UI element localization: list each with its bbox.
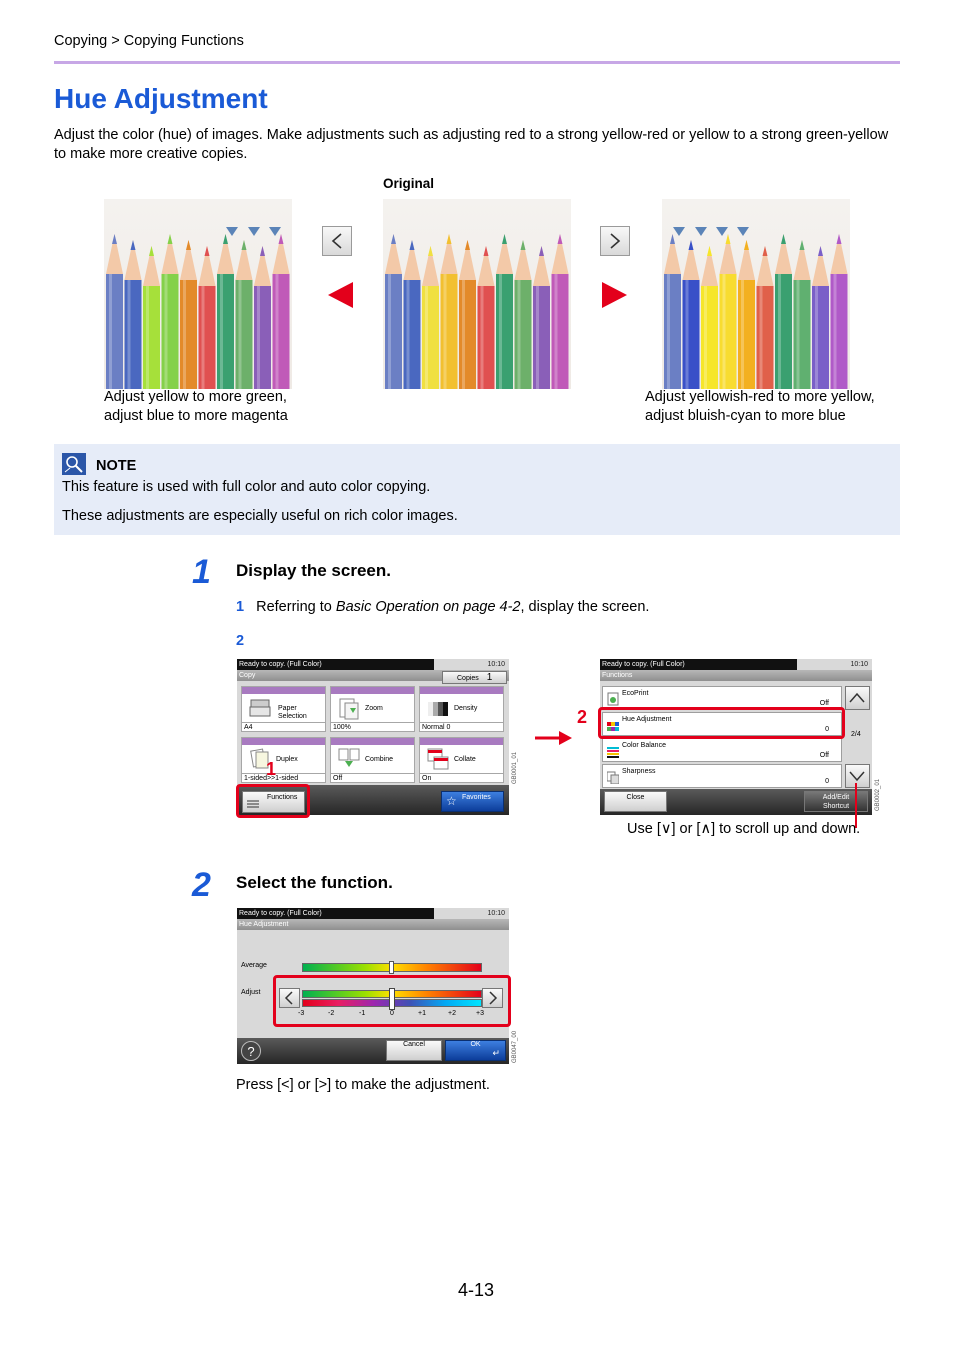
mode-bar: Hue Adjustment — [237, 919, 509, 930]
ecoprint-icon — [607, 692, 619, 706]
decrease-button[interactable] — [279, 988, 300, 1008]
printer-icon — [249, 699, 271, 717]
callout-1: 1 — [266, 759, 277, 779]
red-arrow-icon — [535, 731, 572, 745]
step-1-sub-1: 1 Referring to Basic Operation on page 4… — [236, 599, 650, 615]
step-2-caption: Press [<] or [>] to make the adjustment. — [236, 1077, 490, 1093]
tile-collate[interactable]: Collate On — [419, 737, 504, 783]
duplex-icon — [250, 748, 269, 769]
favorites-button[interactable]: ☆ Favorites — [441, 791, 504, 812]
clock: 10:10 — [850, 661, 868, 668]
left-caption: Adjust yellow to more green, adjust blue… — [104, 389, 288, 424]
step-2-title: Select the function. — [236, 873, 393, 892]
original-label: Original — [383, 176, 435, 191]
pencils-image-left — [104, 199, 292, 389]
step-2-number: 2 — [192, 866, 211, 904]
left-chevron-icon — [322, 226, 352, 256]
copy-screen-panel: Ready to copy. (Full Color) 10:10 Copy C… — [237, 659, 509, 815]
status-bar: Ready to copy. (Full Color) — [237, 659, 434, 670]
step-1-title: Display the screen. — [236, 561, 391, 580]
chevron-down-icon — [849, 771, 865, 782]
panel-b-code: GB0002_01 — [875, 778, 881, 811]
average-label: Average — [241, 962, 267, 969]
scroll-caption: Use [∨] or [∧] to scroll up and down. — [627, 821, 861, 837]
note-line-1: This feature is used with full color and… — [62, 479, 431, 495]
color-balance-icon — [607, 747, 619, 758]
list-icon — [247, 800, 259, 808]
note-icon — [62, 453, 86, 475]
hue-adjustment-highlight — [598, 707, 845, 739]
status-bar: Ready to copy. (Full Color) — [600, 659, 797, 670]
ok-button[interactable]: OK ↵ — [445, 1040, 506, 1061]
page-title: Hue Adjustment — [54, 83, 268, 114]
page-indicator: 2/4 — [851, 731, 861, 738]
clock: 10:10 — [487, 661, 505, 668]
chevron-right-icon — [489, 991, 498, 1005]
help-icon[interactable]: ? — [241, 1041, 261, 1061]
hue-icon — [607, 722, 619, 731]
clock: 10:10 — [487, 910, 505, 917]
close-button[interactable]: Close — [604, 791, 667, 812]
cancel-button[interactable]: Cancel — [386, 1040, 442, 1061]
panel-a-code: GB0001_01 — [512, 751, 518, 784]
enter-icon: ↵ — [492, 1048, 500, 1058]
adjust-slider-thumb[interactable] — [389, 988, 395, 1010]
functions-button[interactable]: Functions — [242, 791, 305, 813]
breadcrumb: Copying > Copying Functions — [54, 33, 244, 49]
tile-zoom[interactable]: Zoom 100% — [330, 686, 415, 732]
page-number: 4-13 — [458, 1280, 495, 1300]
right-caption: Adjust yellowish-red to more yellow, adj… — [645, 389, 875, 424]
scroll-up-button[interactable] — [845, 686, 870, 710]
collate-icon — [427, 748, 449, 770]
average-marker — [389, 961, 394, 974]
header-divider — [54, 61, 900, 64]
note-box — [54, 444, 900, 535]
step-1-sub-2-number: 2 — [236, 633, 245, 649]
tile-duplex[interactable]: Duplex 1-sided>>1-sided — [241, 737, 326, 783]
scroll-callout-line — [855, 783, 857, 828]
intro-paragraph: Adjust the color (hue) of images. Make a… — [54, 127, 889, 162]
right-chevron-icon — [600, 226, 630, 256]
pencils-image-original — [383, 199, 571, 389]
density-icon — [428, 702, 448, 716]
status-bar: Ready to copy. (Full Color) — [237, 908, 434, 919]
pencils-image-right — [662, 199, 850, 389]
left-red-arrow-icon — [328, 282, 353, 308]
combine-icon — [338, 748, 360, 767]
panel-c-code: GB0047_00 — [512, 1030, 518, 1063]
note-heading: NOTE — [96, 458, 137, 474]
tile-density[interactable]: Density Normal 0 — [419, 686, 504, 732]
scroll-down-button[interactable] — [845, 764, 870, 788]
increase-button[interactable] — [482, 988, 503, 1008]
callout-2: 2 — [577, 707, 588, 727]
hue-adjustment-panel: Ready to copy. (Full Color) 10:10 Hue Ad… — [237, 908, 509, 1064]
sharpness-icon — [607, 771, 619, 784]
step-1-number: 1 — [192, 553, 211, 591]
adjust-highlight — [273, 975, 511, 1027]
star-icon: ☆ — [446, 794, 457, 808]
mode-bar: Functions — [600, 670, 872, 681]
chevron-up-icon — [849, 692, 865, 703]
functions-highlight — [236, 784, 310, 818]
mode-bar: Copy — [237, 670, 509, 681]
chevron-left-icon — [284, 991, 293, 1005]
zoom-icon — [339, 698, 359, 720]
note-line-2: These adjustments are especially useful … — [62, 508, 458, 524]
adjust-label: Adjust — [241, 989, 261, 996]
tile-combine[interactable]: Combine Off — [330, 737, 415, 783]
right-red-arrow-icon — [602, 282, 627, 308]
